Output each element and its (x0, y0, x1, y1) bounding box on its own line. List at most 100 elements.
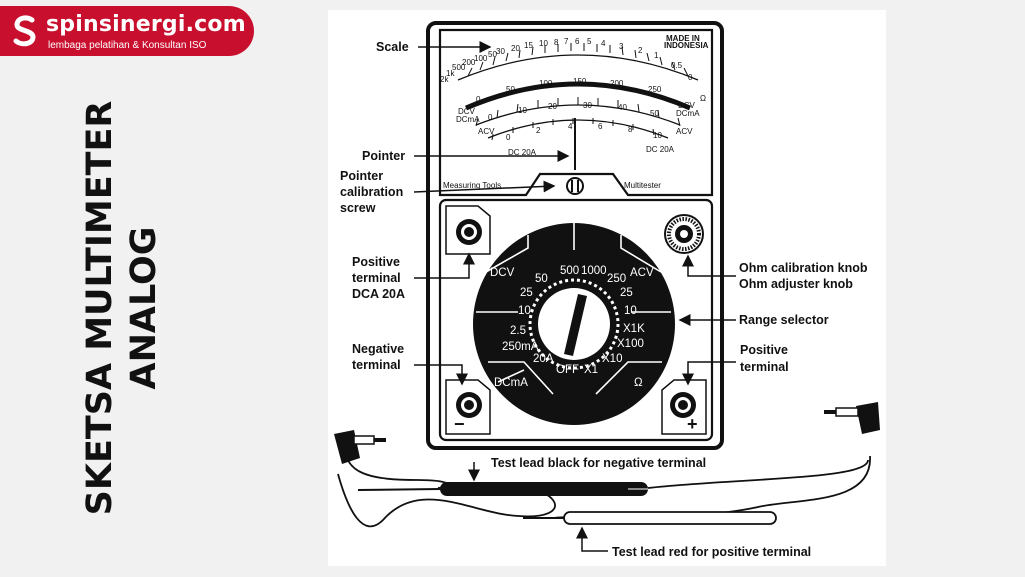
dial-25-right: 25 (620, 287, 633, 299)
ohm-adjust-knob[interactable] (664, 214, 704, 254)
arrow-ohm-knob (682, 254, 736, 277)
scale-top-15: 3 (619, 42, 624, 51)
ohm-scale-labels: 2k 1k 500 200 100 50 30 20 15 10 8 7 6 5… (440, 37, 706, 103)
label-negative-2: terminal (352, 358, 401, 372)
brand-name: spinsinergi.com (46, 12, 246, 37)
scale-top-17: 1 (654, 51, 659, 60)
label-ohm-knob-2: Ohm adjuster knob (739, 277, 853, 291)
positive-terminal[interactable] (670, 392, 696, 418)
dial-500: 500 (560, 265, 579, 277)
dial-2-5: 2.5 (510, 325, 526, 337)
dial-50: 50 (535, 273, 548, 285)
negative-terminal[interactable] (456, 392, 482, 418)
scale-top-13: 5 (587, 37, 592, 46)
arrow-negative (414, 364, 468, 386)
dial-x1k: X1K (623, 323, 645, 335)
dial-knob-indicator (564, 294, 587, 356)
voltage-scale-labels: 0 50 100 150 200 250 0 10 20 30 40 50 0 … (476, 77, 662, 142)
red-banana-plug (824, 402, 880, 434)
dial-10-left: 10 (518, 305, 531, 317)
black-test-probe[interactable] (357, 482, 648, 496)
display-window (438, 28, 714, 197)
scale-mid2-5: 50 (650, 109, 659, 118)
scale-mid2-4: 40 (618, 103, 627, 112)
scale-top-7: 20 (511, 44, 520, 53)
label-positive-20a-3: DCA 20A (352, 287, 405, 301)
brand-mark-icon (13, 15, 36, 47)
label-calibration-2: calibration (340, 185, 403, 199)
scale-top-16: 2 (638, 46, 643, 55)
scale-dcv-left: DCV (458, 107, 476, 116)
label-positive-20a-2: terminal (352, 271, 401, 285)
dial-acv: ACV (630, 267, 654, 279)
label-positive-20a-1: Positive (352, 255, 400, 269)
scale-low-0: 0 (506, 133, 511, 142)
scale-top-0: 2k (440, 75, 449, 84)
positive-terminal-20a[interactable] (456, 219, 482, 245)
scale-mid-4: 200 (610, 79, 624, 88)
terminal-frame-bottom-left (445, 379, 491, 435)
scale-mid2-3: 30 (583, 101, 592, 110)
brand-logo: spinsinergi.com lembaga pelatihan & Kons… (0, 6, 254, 56)
red-test-probe[interactable] (523, 511, 777, 525)
scale-top-14: 4 (601, 39, 606, 48)
scale-low-2: 4 (568, 122, 573, 131)
dial-10-right: 10 (624, 305, 637, 317)
scale-top-4: 100 (474, 54, 488, 63)
scale-dc20a-left: DC 20A (508, 148, 537, 157)
dial-x100: X100 (617, 338, 644, 350)
label-black-lead: Test lead black for negative terminal (491, 456, 706, 470)
title-line-2: ANALOG (124, 226, 164, 390)
dial-off: OFF (556, 364, 579, 376)
label-scale: Scale (376, 40, 409, 54)
dial-dcma: DCmA (494, 377, 528, 389)
scale-top-5: 50 (488, 50, 497, 59)
scale-low-3: 6 (598, 122, 603, 131)
multitester-label: Multitester (624, 181, 661, 190)
made-in-label-2: INDONESIA (664, 41, 709, 50)
label-calibration-3: screw (340, 201, 376, 215)
label-range-selector: Range selector (739, 313, 829, 327)
scale-top-18: 0.5 (671, 61, 683, 70)
dial-250ma: 250mA (502, 341, 539, 353)
scale-top-6: 30 (496, 47, 505, 56)
dial-1000: 1000 (581, 265, 607, 277)
scale-mid2-2: 20 (548, 102, 557, 111)
scale-dc20a-right: DC 20A (646, 145, 675, 154)
dial-250-right: 250 (607, 273, 626, 285)
scale-mid-3: 150 (573, 77, 587, 86)
label-pointer: Pointer (362, 149, 405, 163)
scale-low-4: 8 (628, 125, 633, 134)
arrow-red-lead (576, 526, 608, 552)
scale-top-11: 7 (564, 37, 569, 46)
scale-mid-1: 50 (506, 85, 515, 94)
scale-low-5: 10 (653, 131, 662, 140)
label-positive-2: terminal (740, 360, 789, 374)
scale-dcma-right: DCmA (676, 109, 700, 118)
scale-arcs (457, 54, 699, 139)
label-calibration-1: Pointer (340, 169, 383, 183)
scale-mid-5: 250 (648, 85, 662, 94)
terminal-frame-bottom-right (661, 379, 707, 435)
scale-mid2-1: 10 (518, 106, 527, 115)
scale-top-19: 0 (688, 73, 693, 82)
scale-top-8: 15 (524, 41, 533, 50)
scale-top-12: 6 (575, 37, 580, 46)
scale-acv-right: ACV (676, 127, 693, 136)
multimeter-diagram: MADE IN INDONESIA 2k 1k 500 200 100 50 3… (334, 21, 880, 559)
dial-sector-lines (476, 222, 671, 395)
scale-dcma-left: DCmA (456, 115, 480, 124)
scale-mid2-0: 0 (488, 113, 493, 122)
dial-dcv: DCV (490, 267, 515, 279)
measuring-tools-label: Measuring Tools (443, 181, 501, 190)
scale-top-2: 500 (452, 63, 466, 72)
label-red-lead: Test lead red for positive terminal (612, 545, 811, 559)
scale-low-1: 2 (536, 126, 541, 135)
calibration-screw[interactable] (566, 177, 584, 195)
dial-25-left: 25 (520, 287, 533, 299)
dial-x1: X1 (584, 364, 598, 376)
scale-top-3: 200 (462, 58, 476, 67)
minus-sign: − (454, 414, 465, 434)
dial-x10: X10 (602, 353, 622, 365)
arrow-positive (682, 361, 736, 386)
